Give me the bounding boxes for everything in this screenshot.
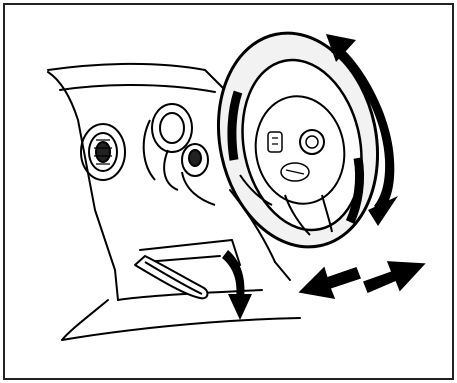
steering-adjustment-illustration bbox=[0, 0, 457, 383]
illustration-canvas bbox=[0, 0, 457, 383]
